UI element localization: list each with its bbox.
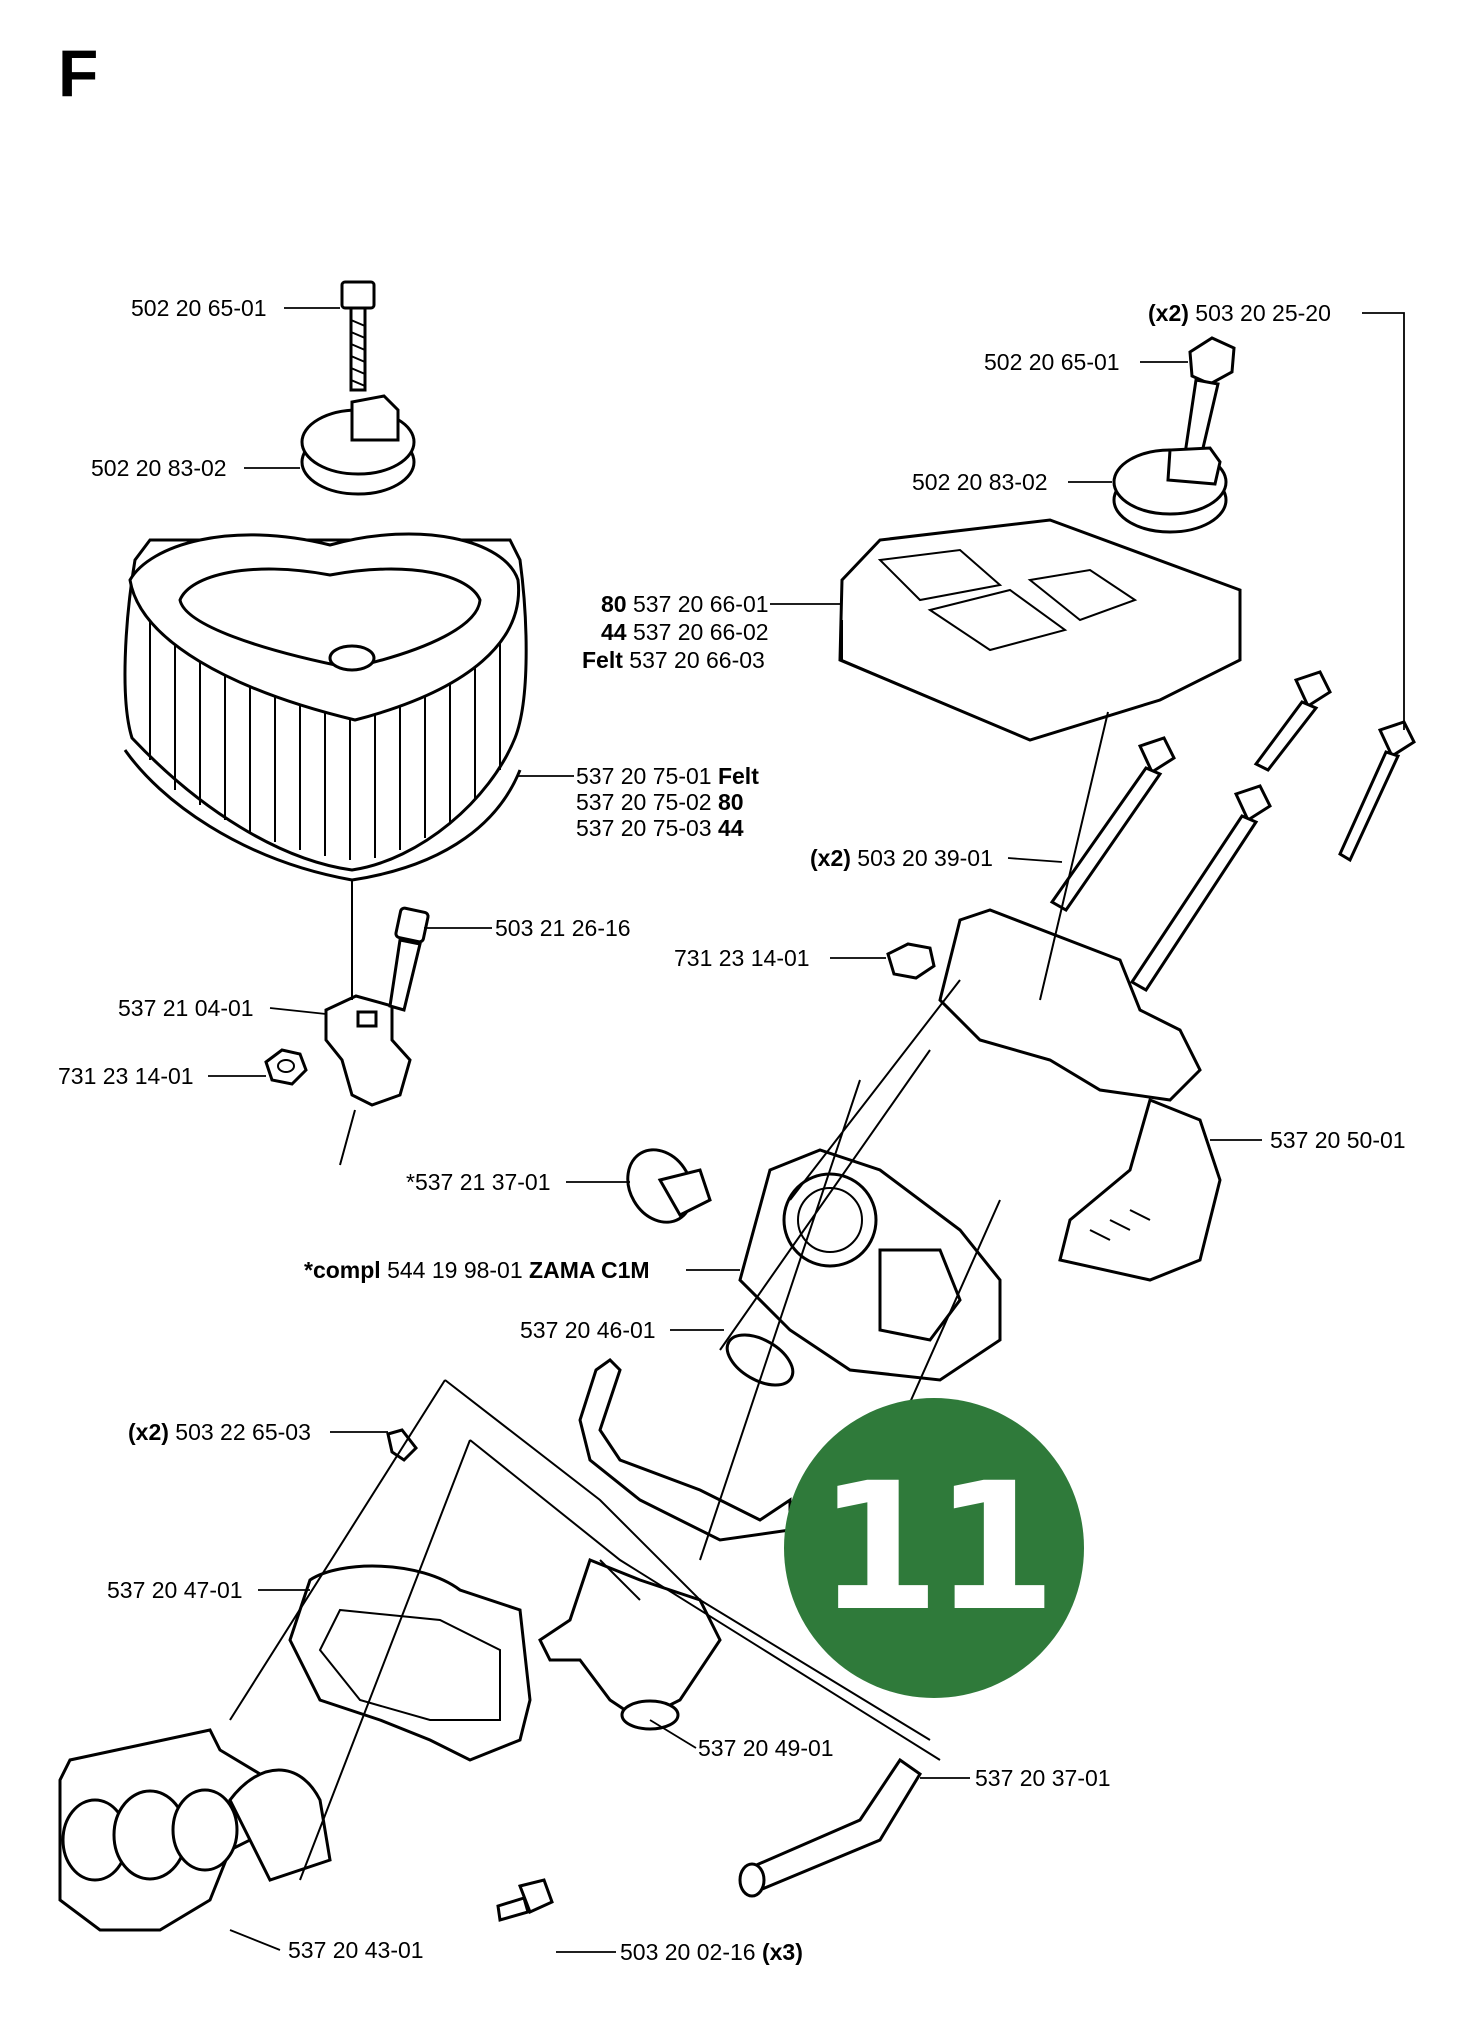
part-number: 502 20 65-01 <box>984 349 1120 375</box>
quantity: (x2) <box>1148 300 1189 326</box>
carb-bracket <box>938 908 1222 1282</box>
part-number: 537 20 75-03 <box>576 815 712 841</box>
part-label-502-20-83-02-left: 502 20 83-02 <box>91 454 227 482</box>
part-number: 502 20 65-01 <box>131 295 267 321</box>
left-bracket <box>324 994 412 1107</box>
part-number: 537 20 46-01 <box>520 1317 656 1343</box>
part-label-537-20-66-03: Felt 537 20 66-03 <box>582 646 765 674</box>
part-number: 503 20 25-20 <box>1195 300 1331 326</box>
small-clip <box>386 1428 418 1462</box>
long-bolt-mid1 <box>1253 670 1332 772</box>
part-number: 503 21 26-16 <box>495 915 631 941</box>
flange-screw <box>496 1878 554 1922</box>
model: ZAMA C1M <box>529 1257 650 1283</box>
intake-flange <box>58 1728 332 1932</box>
variant: Felt <box>582 647 623 673</box>
center-nut <box>886 942 936 980</box>
part-label-731-23-14-01-center: 731 23 14-01 <box>674 944 810 972</box>
part-label-537-20-50-01: 537 20 50-01 <box>1270 1126 1406 1154</box>
part-label-537-20-43-01: 537 20 43-01 <box>288 1936 424 1964</box>
part-label-731-23-14-01-left: 731 23 14-01 <box>58 1062 194 1090</box>
part-label-503-22-65-03: (x2) 503 22 65-03 <box>128 1418 311 1446</box>
left-bolt <box>340 280 376 392</box>
left-air-filter <box>123 532 528 882</box>
part-label-537-20-46-01: 537 20 46-01 <box>520 1316 656 1344</box>
part-number: 503 22 65-03 <box>175 1419 311 1445</box>
part-label-503-20-25-20: (x2) 503 20 25-20 <box>1148 299 1331 327</box>
part-number: 537 20 47-01 <box>107 1577 243 1603</box>
right-air-cover <box>838 518 1242 742</box>
carburetor <box>738 1148 1002 1382</box>
variant: 80 <box>717 789 744 815</box>
quantity: (x2) <box>810 845 851 871</box>
intake-elbow <box>538 1558 722 1731</box>
part-number: 537 20 66-03 <box>629 647 765 673</box>
left-knob <box>300 394 416 496</box>
quantity: (x3) <box>761 1939 803 1965</box>
part-label-502-20-83-02-right: 502 20 83-02 <box>912 468 1048 496</box>
part-number: 537 20 66-02 <box>632 619 769 645</box>
part-label-503-21-26-16: 503 21 26-16 <box>495 914 631 942</box>
part-label-502-20-65-01-right: 502 20 65-01 <box>984 348 1120 376</box>
quantity: (x2) <box>128 1419 169 1445</box>
part-label-502-20-65-01-left: 502 20 65-01 <box>131 294 267 322</box>
carb-primer <box>626 1148 712 1224</box>
part-number: 731 23 14-01 <box>674 945 810 971</box>
part-label-537-20-47-01: 537 20 47-01 <box>107 1576 243 1604</box>
kit-label: *compl <box>304 1257 381 1283</box>
part-number: 537 21 04-01 <box>118 995 254 1021</box>
fuel-hose <box>738 1757 923 1898</box>
part-number: 537 20 75-01 <box>576 763 712 789</box>
long-bolt-left <box>1049 736 1176 912</box>
left-bracket-screw <box>388 906 430 1012</box>
part-number: *537 21 37-01 <box>406 1169 551 1195</box>
part-label-503-20-39-01: (x2) 503 20 39-01 <box>810 844 993 872</box>
variant: Felt <box>717 763 759 789</box>
part-label-544-19-98-01: *compl 544 19 98-01 ZAMA C1M <box>304 1256 650 1284</box>
long-bolt-right <box>1338 720 1416 863</box>
variant: 44 <box>717 815 744 841</box>
variant: 44 <box>601 619 627 645</box>
right-knob <box>1112 446 1228 534</box>
part-number: 503 20 39-01 <box>857 845 993 871</box>
part-label-537-20-75-03: 537 20 75-03 44 <box>576 814 744 842</box>
part-label-537-21-37-01: *537 21 37-01 <box>406 1168 551 1196</box>
part-label-537-20-66-01: 80 537 20 66-01 <box>601 590 769 618</box>
part-number: 544 19 98-01 <box>387 1257 523 1283</box>
variant: 80 <box>601 591 627 617</box>
part-label-537-20-75-02: 537 20 75-02 80 <box>576 788 744 816</box>
part-number: 503 20 02-16 <box>620 1939 756 1965</box>
part-number: 731 23 14-01 <box>58 1063 194 1089</box>
section-letter: F <box>58 36 99 110</box>
part-number: 537 20 43-01 <box>288 1937 424 1963</box>
part-label-537-20-75-01: 537 20 75-01 Felt <box>576 762 759 790</box>
long-bolt-mid2 <box>1129 784 1272 993</box>
part-number: 502 20 83-02 <box>91 455 227 481</box>
part-label-537-20-66-02: 44 537 20 66-02 <box>601 618 769 646</box>
throttle-cable-holder <box>578 1358 792 1542</box>
part-label-503-20-02-16: 503 20 02-16 (x3) <box>620 1938 803 1966</box>
diagram-number-badge: 11 <box>784 1398 1084 1698</box>
part-number: 537 20 50-01 <box>1270 1127 1406 1153</box>
part-number: 502 20 83-02 <box>912 469 1048 495</box>
intake-manifold-frame <box>288 1564 532 1762</box>
part-number: 537 20 49-01 <box>698 1735 834 1761</box>
part-number: 537 20 37-01 <box>975 1765 1111 1791</box>
part-label-537-21-04-01: 537 21 04-01 <box>118 994 254 1022</box>
part-label-537-20-37-01: 537 20 37-01 <box>975 1764 1111 1792</box>
intake-ring <box>725 1333 795 1387</box>
part-number: 537 20 66-01 <box>632 591 769 617</box>
part-label-537-20-49-01: 537 20 49-01 <box>698 1734 834 1762</box>
left-nut <box>264 1048 308 1086</box>
part-number: 537 20 75-02 <box>576 789 712 815</box>
